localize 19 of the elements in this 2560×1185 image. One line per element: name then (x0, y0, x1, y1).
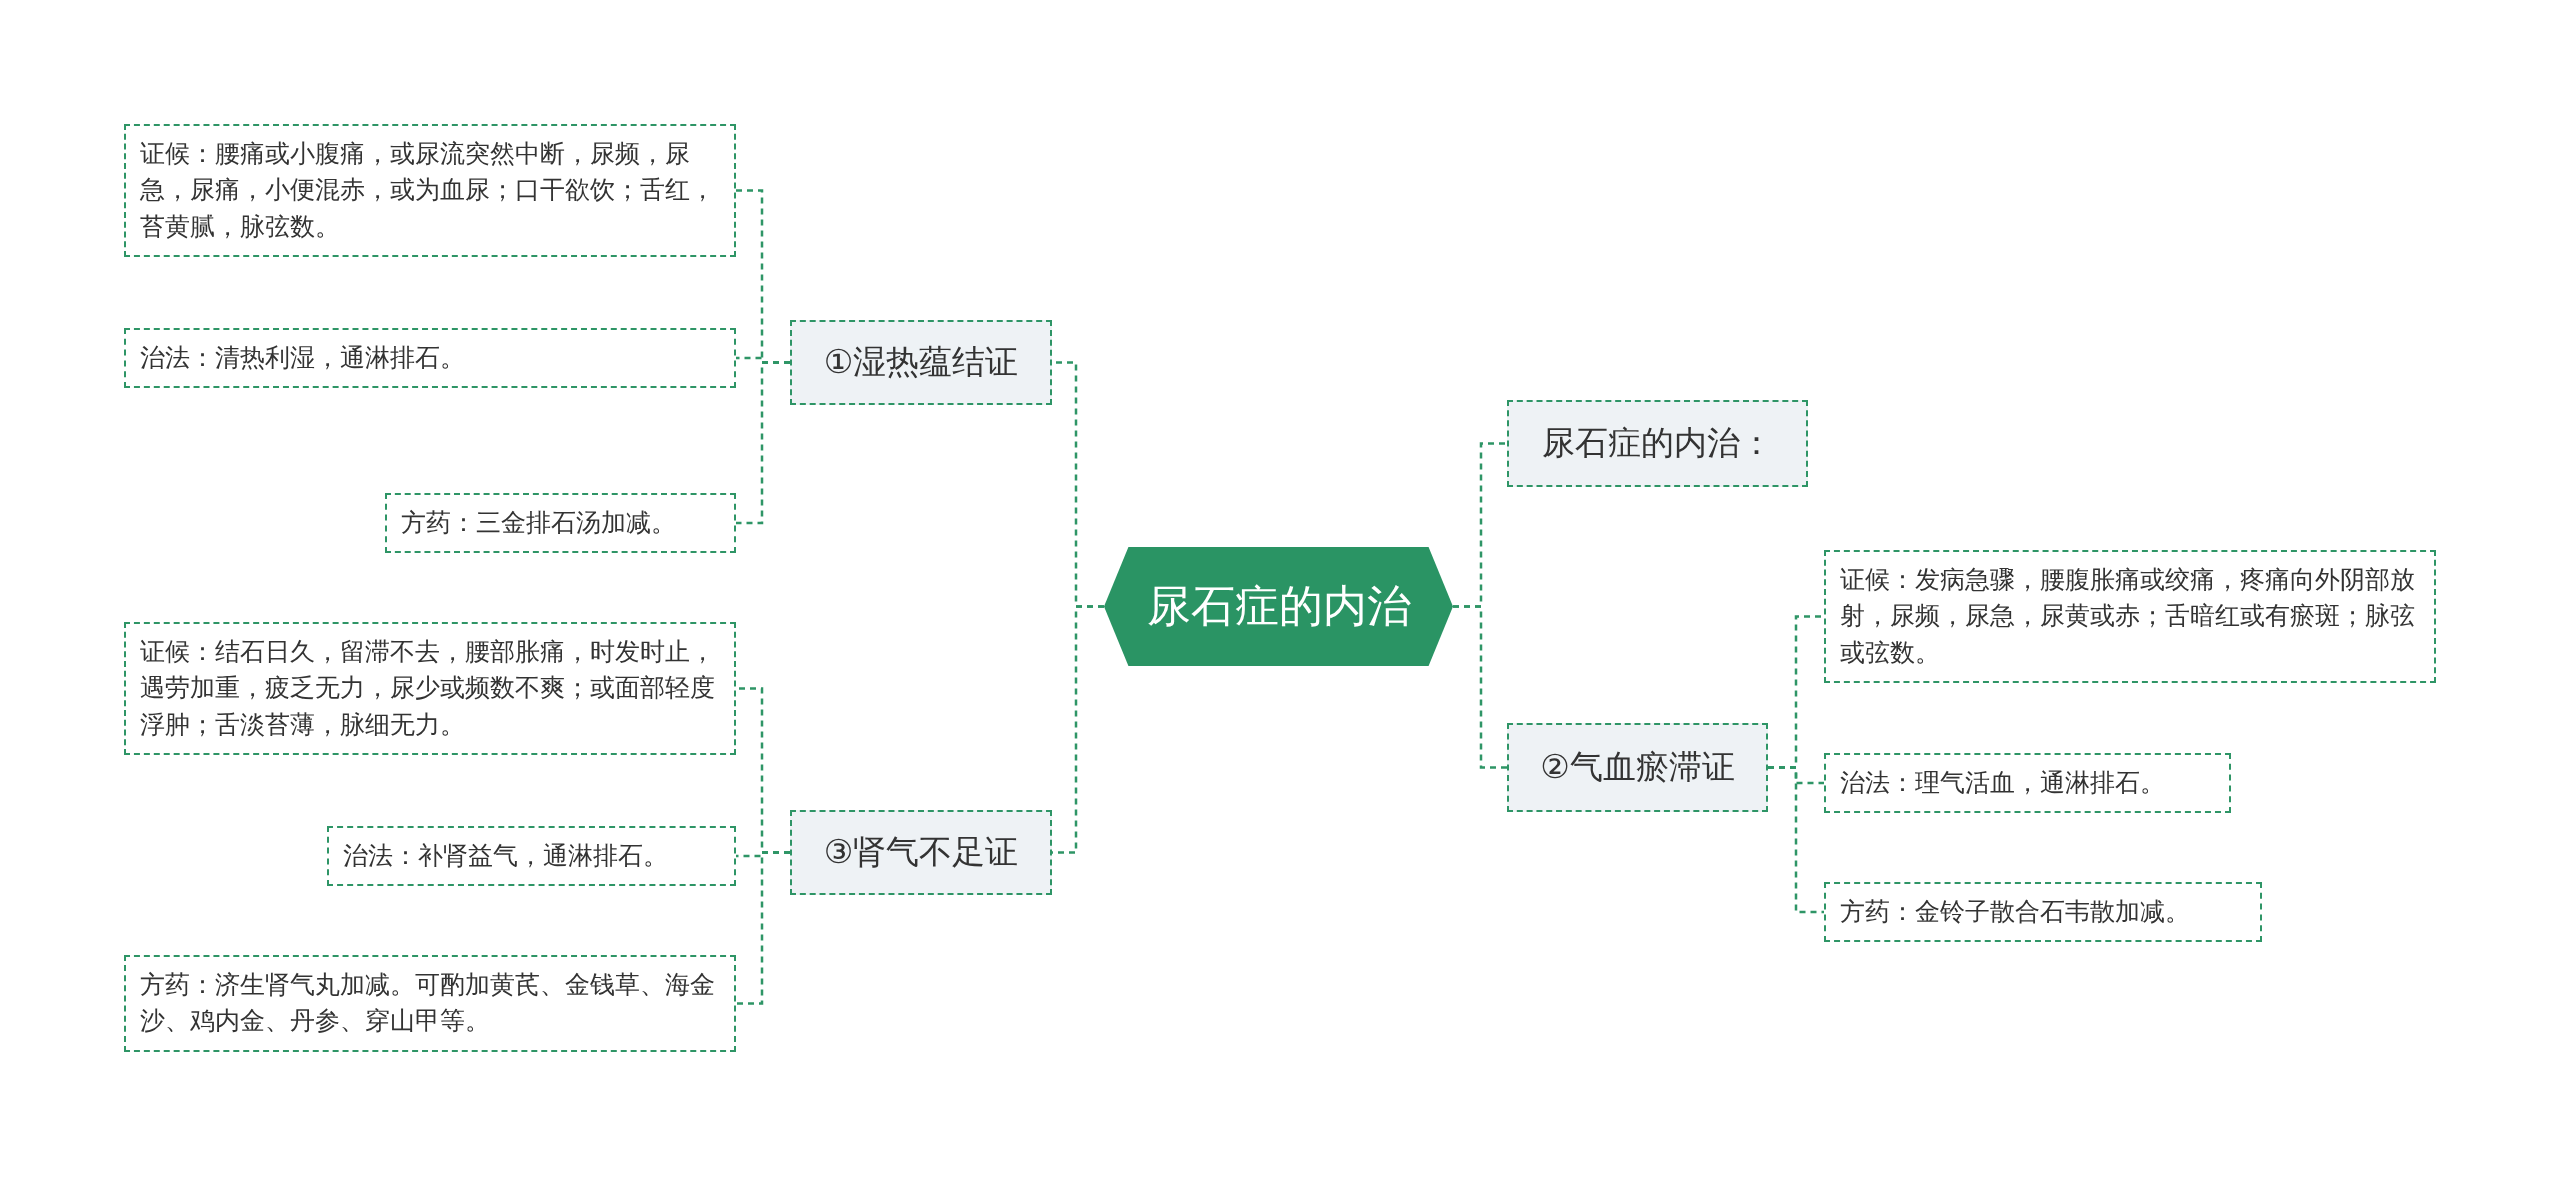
note-box: 证候：腰痛或小腹痛，或尿流突然中断，尿频，尿急，尿痛，小便混赤，或为血尿；口干欲饮；舌红，苔黄腻，脉弦数。 (124, 124, 736, 257)
central-topic (1104, 547, 1453, 666)
note-box: 方药：济生肾气丸加减。可酌加黄芪、金钱草、海金沙、鸡内金、丹参、穿山甲等。 (124, 955, 736, 1052)
note-box: 方药：三金排石汤加减。 (385, 493, 736, 554)
topic-text: 尿石症的内治 (1146, 579, 1411, 633)
note-box: 治法：清热利湿，通淋排石。 (124, 328, 736, 389)
connector (736, 361, 790, 525)
connector (1768, 766, 1824, 914)
note-box: 证候：发病急骤，腰腹胀痛或绞痛，疼痛向外阴部放射，尿频，尿急，尿黄或赤；舌暗红或有瘀斑；脉弦或弦数。 (1824, 550, 2436, 683)
connector (1453, 605, 1507, 769)
topic-box: ①湿热蕴结证 (790, 320, 1052, 405)
note-box: 治法：理气活血，通淋排石。 (1824, 753, 2231, 814)
note-box: 方药：金铃子散合石韦散加减。 (1824, 882, 2262, 943)
topic-box: ③肾气不足证 (790, 810, 1052, 895)
note-box: 治法：补肾益气，通淋排石。 (327, 826, 736, 887)
connector (736, 851, 790, 1005)
topic-box: 尿石症的内治： (1507, 400, 1808, 487)
note-box: 证候：结石日久，留滞不去，腰部胀痛，时发时止，遇劳加重，疲乏无力，尿少或频数不爽；或面部轻度浮肿；舌淡苔薄，脉细无力。 (124, 622, 736, 755)
topic-box: ②气血瘀滞证 (1507, 723, 1768, 812)
